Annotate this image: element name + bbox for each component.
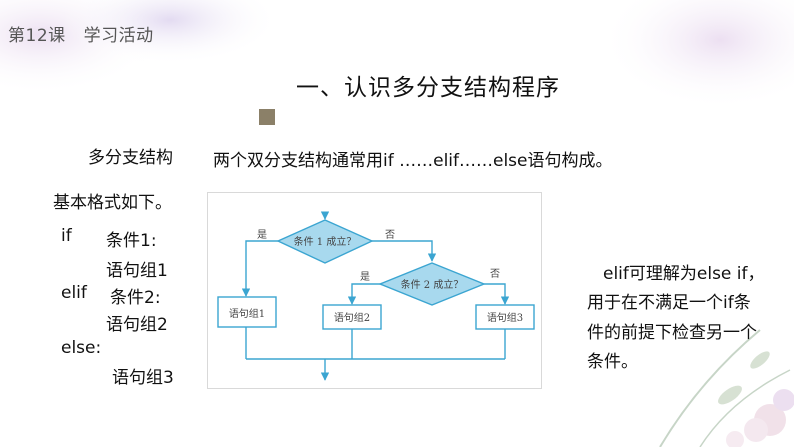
no-branch-2 bbox=[484, 283, 510, 305]
code-group3: 语句组3 bbox=[112, 368, 174, 388]
code-elif-keyword: elif bbox=[61, 283, 87, 303]
decision-2 bbox=[378, 262, 486, 306]
process-2-label: 语句组2 bbox=[334, 311, 370, 324]
yes-branch-1 bbox=[241, 240, 278, 297]
lesson-header: 第12课学习活动 bbox=[8, 21, 154, 46]
decision-2-label: 条件 2 成立？ bbox=[401, 278, 464, 291]
code-if-keyword: if bbox=[61, 226, 72, 246]
note-line-4: 条件。 bbox=[587, 352, 638, 372]
code-if-condition: 条件1: bbox=[106, 231, 157, 251]
code-group1: 语句组1 bbox=[106, 261, 168, 281]
process-box-2 bbox=[322, 304, 382, 330]
flowchart-panel: 条件 1 成立？ 条件 2 成立？ 语句组1 语句组2 语句组3 是 否 是 否 bbox=[207, 192, 542, 389]
note-line-1: elif可理解为else if， bbox=[603, 264, 765, 284]
lesson-number: 第12课 bbox=[8, 26, 66, 46]
no-label-2: 否 bbox=[490, 268, 500, 280]
bullet-square bbox=[259, 109, 275, 125]
code-else-keyword: else: bbox=[61, 338, 102, 358]
lesson-activity: 学习活动 bbox=[83, 26, 154, 46]
code-elif-condition: 条件2: bbox=[110, 288, 161, 308]
decision-1 bbox=[276, 219, 374, 264]
intro-text: 两个双分支结构通常用if ……elif……else语句构成。 bbox=[213, 151, 613, 171]
process-box-3 bbox=[475, 304, 535, 330]
process-1-label: 语句组1 bbox=[229, 307, 265, 320]
page-title: 一、认识多分支结构程序 bbox=[296, 75, 560, 101]
yes-label-1: 是 bbox=[257, 229, 267, 241]
process-box-1 bbox=[217, 296, 277, 328]
section-heading: 多分支结构 bbox=[88, 148, 173, 168]
format-intro: 基本格式如下。 bbox=[53, 193, 172, 213]
no-branch-1 bbox=[372, 240, 437, 262]
yes-label-2: 是 bbox=[360, 271, 370, 283]
no-label-1: 否 bbox=[385, 229, 395, 241]
note-line-2: 用于在不满足一个if条 bbox=[587, 293, 751, 313]
code-group2: 语句组2 bbox=[106, 315, 168, 335]
flowchart-diagram: 条件 1 成立？ 条件 2 成立？ 语句组1 语句组2 语句组3 是 否 是 否 bbox=[217, 211, 535, 381]
yes-branch-2 bbox=[347, 283, 380, 305]
process-3-label: 语句组3 bbox=[487, 311, 523, 324]
decision-1-label: 条件 1 成立？ bbox=[294, 235, 357, 248]
note-line-3: 件的前提下检查另一个 bbox=[587, 323, 757, 343]
